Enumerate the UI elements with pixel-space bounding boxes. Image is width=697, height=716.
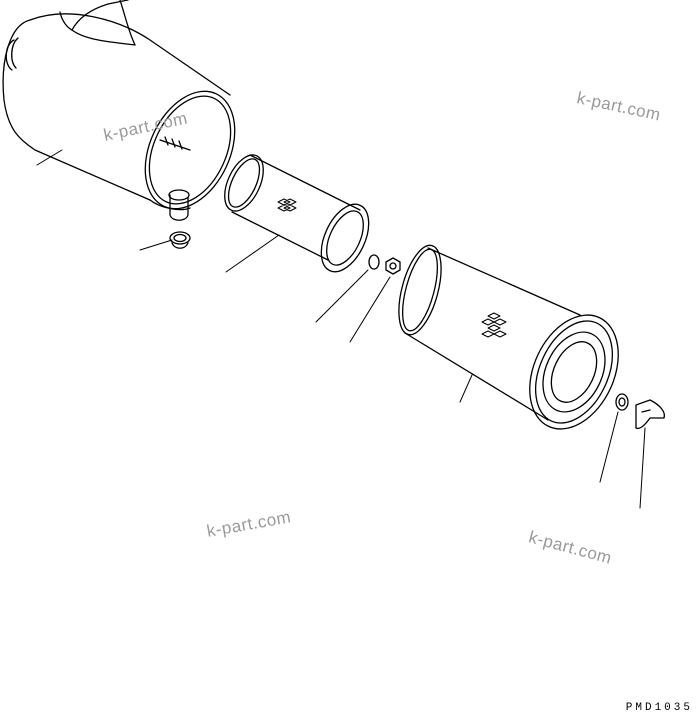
wing-nut	[635, 399, 666, 430]
drawing-code-label: PMD1035	[625, 702, 693, 714]
washer	[615, 393, 629, 411]
evacuator-valve	[169, 231, 191, 249]
air-cleaner-housing	[2, 0, 236, 221]
leader-lines	[36, 149, 646, 509]
o-ring	[368, 254, 380, 270]
primary-element	[398, 244, 619, 430]
safety-element	[224, 154, 370, 273]
nut	[385, 257, 401, 275]
